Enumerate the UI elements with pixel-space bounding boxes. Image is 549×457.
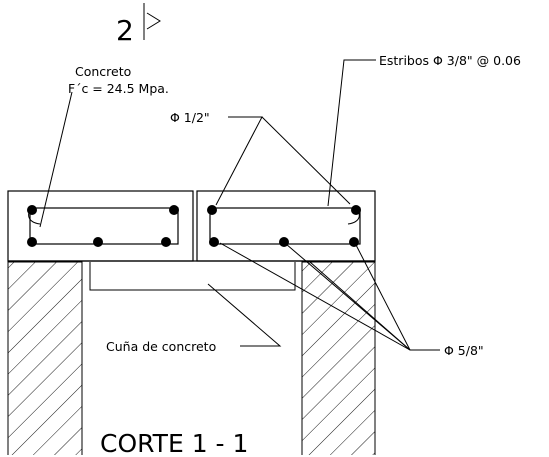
left-stirrup: [29, 207, 179, 245]
right-slab: [196, 190, 376, 262]
half-inch-bar-label: Φ 1/2": [170, 110, 210, 125]
concrete-wedge: [89, 262, 296, 291]
wedge-label: Cuña de concreto: [106, 339, 216, 354]
right-support: [301, 261, 376, 457]
rebar-bar: [161, 237, 171, 247]
rebar-bar: [207, 205, 217, 215]
leader-half-inch-right: [261, 116, 351, 205]
rebar-bar: [169, 205, 179, 215]
rebar-bar: [27, 205, 37, 215]
section-marker-number: 2: [116, 14, 134, 47]
section-marker-arrow-icon: [146, 12, 161, 30]
left-support: [7, 261, 83, 457]
section-title: CORTE 1 - 1: [100, 429, 248, 457]
rebar-bar: [349, 237, 359, 247]
rebar-bar: [93, 237, 103, 247]
rebar-bar: [351, 205, 361, 215]
five-eighths-bar-label: Φ 5/8": [444, 343, 484, 358]
leader-stirrups: [327, 59, 376, 207]
left-slab: [7, 190, 194, 262]
concrete-label: Concreto: [75, 64, 131, 79]
leader-concrete: [39, 91, 73, 228]
leader-lines: [39, 59, 440, 351]
rebar-bar: [27, 237, 37, 247]
rebar-bar: [209, 237, 219, 247]
concrete-strength-label: F´c = 24.5 Mpa.: [68, 81, 169, 96]
leader-wedge: [207, 283, 282, 347]
stirrups-label: Estribos Φ 3/8" @ 0.06: [379, 53, 521, 68]
rebar-group: [27, 205, 361, 247]
